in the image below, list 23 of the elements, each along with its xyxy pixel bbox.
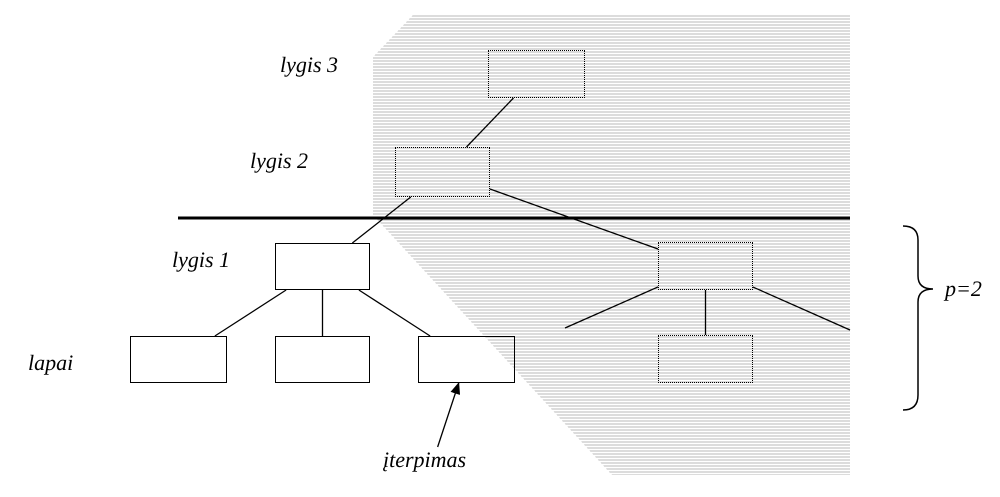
connector-line — [352, 196, 412, 244]
level-label: lygis 1 — [172, 247, 230, 273]
arrow — [437, 382, 460, 448]
level-label: lapai — [28, 350, 74, 376]
callout-text: įterpimas — [383, 447, 466, 473]
level-label: lygis 2 — [250, 148, 308, 174]
tree-node-box — [395, 147, 490, 197]
tree-node-box — [658, 335, 753, 383]
connector-line — [564, 286, 658, 329]
connector-line — [322, 290, 324, 336]
connector-line — [214, 289, 286, 337]
level-label: p=2 — [945, 276, 982, 302]
tree-node-box — [275, 336, 370, 383]
tree-node-box — [275, 243, 370, 290]
connector-line — [704, 290, 706, 335]
tree-node-box — [130, 336, 227, 383]
connector-line — [466, 98, 514, 148]
level-label: lygis 3 — [280, 52, 338, 78]
connector-line — [752, 286, 850, 331]
tree-node-box — [488, 50, 585, 98]
connector-line — [358, 289, 430, 337]
tree-node-box — [658, 242, 753, 290]
tree-node-box — [418, 336, 515, 383]
